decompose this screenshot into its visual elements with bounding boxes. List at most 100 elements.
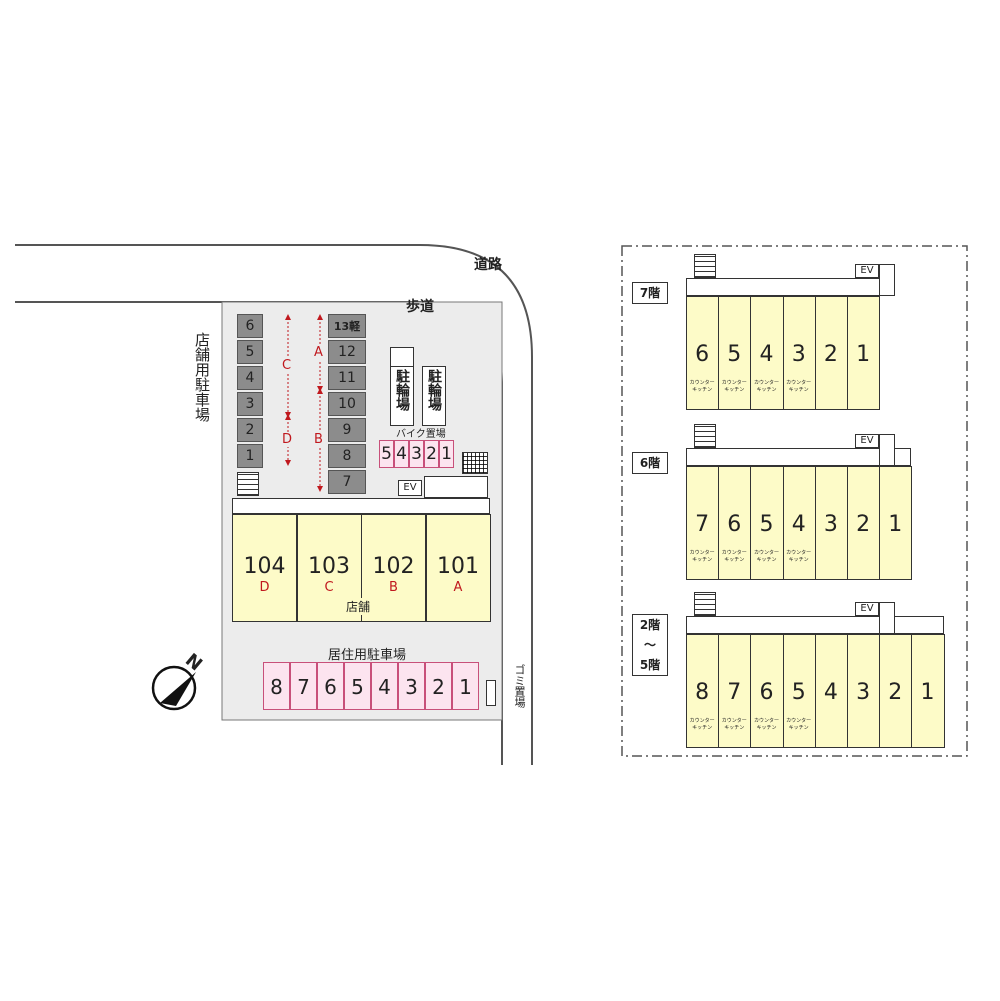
unit-number: 3 <box>791 342 806 367</box>
unit-number: 3 <box>856 680 871 705</box>
store-stall: 8 <box>328 444 366 468</box>
unit-number: 5 <box>727 342 742 367</box>
store-stall: 12 <box>328 340 366 364</box>
trash-grid-icon <box>462 452 488 474</box>
ev-box-site: EV <box>398 480 422 496</box>
kitchen-note: カウンター キッチン <box>689 718 715 731</box>
section-letter-a: A <box>314 345 323 360</box>
unit-number: 1 <box>856 342 871 367</box>
ev-shaft <box>879 434 895 466</box>
store-stall: 11 <box>328 366 366 390</box>
resident-spot: 4 <box>371 662 398 710</box>
apartment-unit <box>782 466 816 580</box>
floor-label: 2階 〜 5階 <box>632 614 668 676</box>
stairs-icon <box>694 254 716 278</box>
shop-letter: C <box>324 580 334 595</box>
kitchen-note: カウンター キッチン <box>721 550 747 563</box>
unit-number: 1 <box>920 680 935 705</box>
section-letter-c: C <box>282 358 292 373</box>
stairs-icon <box>237 472 259 496</box>
bike-area-label: バイク置場 <box>396 429 446 440</box>
store-stall: 1 <box>237 444 263 468</box>
unit-number: 6 <box>695 342 710 367</box>
kitchen-note: カウンター キッチン <box>786 718 812 731</box>
floor-corridor <box>686 278 880 296</box>
kitchen-note: カウンター キッチン <box>753 718 779 731</box>
stairs-icon <box>694 592 716 616</box>
unit-number: 6 <box>727 512 742 537</box>
apartment-unit <box>879 634 913 748</box>
store-parking-label: 店舗用駐車場 <box>193 332 211 422</box>
bike-spot: 1 <box>439 440 454 468</box>
kitchen-note: カウンター キッチン <box>721 718 747 731</box>
resident-spot: 2 <box>425 662 452 710</box>
resident-parking-label: 居住用駐車場 <box>328 648 407 663</box>
store-label: 店舗 <box>346 598 371 615</box>
ev-box: EV <box>855 264 879 278</box>
apartment-unit <box>750 296 784 410</box>
resident-spot: 3 <box>398 662 425 710</box>
bicycle-parking-1: 駐輪場 <box>390 366 414 426</box>
resident-spot: 6 <box>317 662 344 710</box>
ev-shaft <box>879 602 895 634</box>
kitchen-note: カウンター キッチン <box>786 380 812 393</box>
floor-corridor <box>686 448 912 466</box>
kitchen-note: カウンター キッチン <box>689 380 715 393</box>
bike-spot: 3 <box>409 440 424 468</box>
kitchen-note: カウンター キッチン <box>721 380 747 393</box>
unit-number: 2 <box>888 680 903 705</box>
bike-spot: 2 <box>424 440 439 468</box>
section-letter-b: B <box>314 432 323 447</box>
shop-unit <box>361 514 426 622</box>
ev-box: EV <box>855 602 879 616</box>
shop-unit <box>425 514 491 622</box>
kitchen-note: カウンター キッチン <box>689 550 715 563</box>
apartment-unit <box>814 466 848 580</box>
unit-number: 4 <box>759 342 774 367</box>
floor-label: 6階 <box>632 452 668 474</box>
store-stall: 13軽 <box>328 314 366 338</box>
floor-corridor <box>686 616 944 634</box>
shop-letter: A <box>453 580 463 595</box>
resident-spot: 1 <box>452 662 479 710</box>
shop-number: 101 <box>437 554 479 579</box>
entrance-box <box>424 476 488 498</box>
store-stall: 2 <box>237 418 263 442</box>
bike-spot: 4 <box>394 440 409 468</box>
unit-number: 2 <box>856 512 871 537</box>
unit-number: 4 <box>791 512 806 537</box>
shop-number: 104 <box>243 554 286 579</box>
apartment-unit <box>814 296 848 410</box>
unit-number: 8 <box>695 680 710 705</box>
store-stall: 7 <box>328 470 366 494</box>
store-stall: 6 <box>237 314 263 338</box>
unit-number: 3 <box>823 512 838 537</box>
section-letter-d: D <box>282 432 293 447</box>
kitchen-note: カウンター キッチン <box>753 380 779 393</box>
kitchen-note: カウンター キッチン <box>753 550 779 563</box>
apartment-unit <box>782 634 816 748</box>
unit-number: 6 <box>759 680 774 705</box>
store-stall: 10 <box>328 392 366 416</box>
apartment-unit <box>847 634 881 748</box>
store-stall: 4 <box>237 366 263 390</box>
unit-number: 4 <box>823 680 838 705</box>
garbage-label: ゴミ置場 <box>512 664 526 708</box>
road-label: 道路 <box>474 257 502 273</box>
store-stall: 9 <box>328 418 366 442</box>
unit-number: 7 <box>727 680 742 705</box>
apartment-unit <box>911 634 945 748</box>
apartment-unit <box>847 296 881 410</box>
kitchen-note: カウンター キッチン <box>786 550 812 563</box>
corridor <box>232 498 490 514</box>
ev-shaft <box>879 264 895 296</box>
garbage-box <box>486 680 496 706</box>
unit-number: 5 <box>759 512 774 537</box>
unit-number: 2 <box>823 342 838 367</box>
unit-number: 5 <box>791 680 806 705</box>
bike-spot: 5 <box>379 440 394 468</box>
store-stall: 3 <box>237 392 263 416</box>
resident-spot: 5 <box>344 662 371 710</box>
shop-number: 102 <box>372 554 415 579</box>
